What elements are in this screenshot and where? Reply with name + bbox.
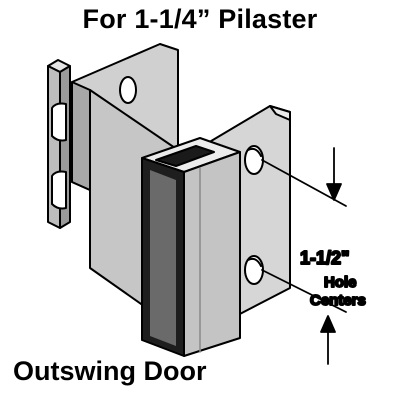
- door-type-label: Outswing Door: [13, 356, 207, 386]
- dimension-markers: [261, 147, 347, 365]
- lower-extension-line: [261, 269, 347, 313]
- dimension-label-line1: Hole: [324, 274, 357, 291]
- lower-arrowhead: [320, 315, 336, 333]
- rear-plate-hole: [119, 76, 137, 104]
- diagram-title: For 1-1/4” Pilaster: [82, 4, 318, 34]
- upper-arrowhead: [326, 183, 342, 201]
- left-slotted-flange: [47, 59, 71, 229]
- upper-extension-line: [261, 159, 347, 207]
- channel-post: [141, 137, 241, 357]
- dimension-value: 1-1/2": [300, 248, 350, 268]
- dimension-label-line2: Centers: [310, 292, 366, 309]
